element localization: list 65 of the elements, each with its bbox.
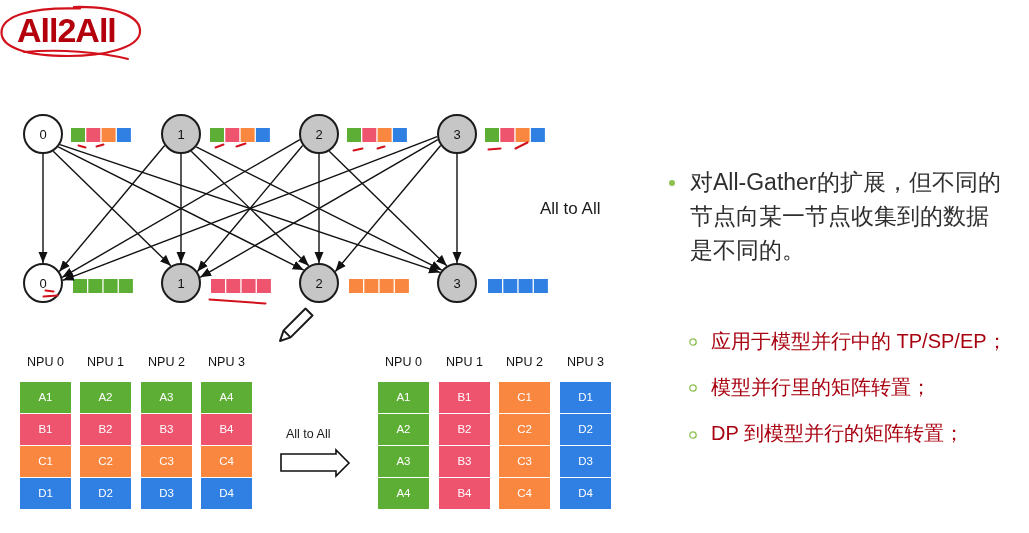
arrow <box>52 150 172 267</box>
arrow <box>196 144 304 273</box>
column-header: NPU 3 <box>566 354 605 370</box>
table-cell: B4 <box>201 414 252 445</box>
circle-node: 0 <box>23 263 63 303</box>
diagram-label: All to All <box>540 199 601 219</box>
table-cell: B3 <box>439 446 490 477</box>
bullet-text: 模型并行里的矩阵转置； <box>711 375 931 400</box>
arrow <box>328 150 448 267</box>
circle-node: 3 <box>437 263 477 303</box>
table-cell: B3 <box>141 414 192 445</box>
column-header: NPU 0 <box>26 354 65 370</box>
column-header: NPU 2 <box>505 354 544 370</box>
bullet-text: 对All-Gather的扩展，但不同的节点向某一节点收集到的数据是不同的。 <box>690 168 1002 265</box>
table-cell: A3 <box>378 446 429 477</box>
table-cell: B2 <box>80 414 131 445</box>
bullet-text: 应用于模型并行中的 TP/SP/EP； <box>711 329 1007 354</box>
table-cell: A1 <box>20 382 71 413</box>
table-cell: D1 <box>20 478 71 509</box>
table-cell: C1 <box>20 446 71 477</box>
table-cell: A2 <box>80 382 131 413</box>
arrow <box>190 150 310 267</box>
table-cell: A3 <box>141 382 192 413</box>
table-cell: D4 <box>201 478 252 509</box>
arrow <box>58 144 166 273</box>
table-cell: D3 <box>560 446 611 477</box>
table-cell: C4 <box>499 478 550 509</box>
table-cell: A4 <box>378 478 429 509</box>
title: All2All <box>17 11 116 49</box>
column-header: NPU 1 <box>86 354 125 370</box>
table-cell: A2 <box>378 414 429 445</box>
table-cell: D2 <box>80 478 131 509</box>
table-cell: B1 <box>20 414 71 445</box>
table-cell: A1 <box>378 382 429 413</box>
table-cell: D2 <box>560 414 611 445</box>
table-cell: C2 <box>499 414 550 445</box>
circle-node: 1 <box>161 114 201 154</box>
table-cell: D1 <box>560 382 611 413</box>
circle-node: 3 <box>437 114 477 154</box>
table-cell: B2 <box>439 414 490 445</box>
arrow <box>176 153 186 264</box>
circle-node: 2 <box>299 263 339 303</box>
table-cell: D4 <box>560 478 611 509</box>
arrow <box>334 144 442 273</box>
circle-node: 0 <box>23 114 63 154</box>
arrow-label: All to All <box>286 426 331 442</box>
circle-node: 2 <box>299 114 339 154</box>
table-cell: C3 <box>141 446 192 477</box>
circle-node: 1 <box>161 263 201 303</box>
table-cell: C2 <box>80 446 131 477</box>
table-cell: B4 <box>439 478 490 509</box>
table-cell: D3 <box>141 478 192 509</box>
bullet-text: DP 到模型并行的矩阵转置； <box>711 421 964 446</box>
table-cell: C4 <box>201 446 252 477</box>
table-cell: A4 <box>201 382 252 413</box>
table-cell: B1 <box>439 382 490 413</box>
column-header: NPU 3 <box>207 354 246 370</box>
column-header: NPU 0 <box>384 354 423 370</box>
arrow <box>314 153 324 264</box>
arrow <box>38 153 48 264</box>
arrow <box>452 153 462 264</box>
table-cell: C3 <box>499 446 550 477</box>
column-header: NPU 1 <box>445 354 484 370</box>
table-cell: C1 <box>499 382 550 413</box>
column-header: NPU 2 <box>147 354 186 370</box>
